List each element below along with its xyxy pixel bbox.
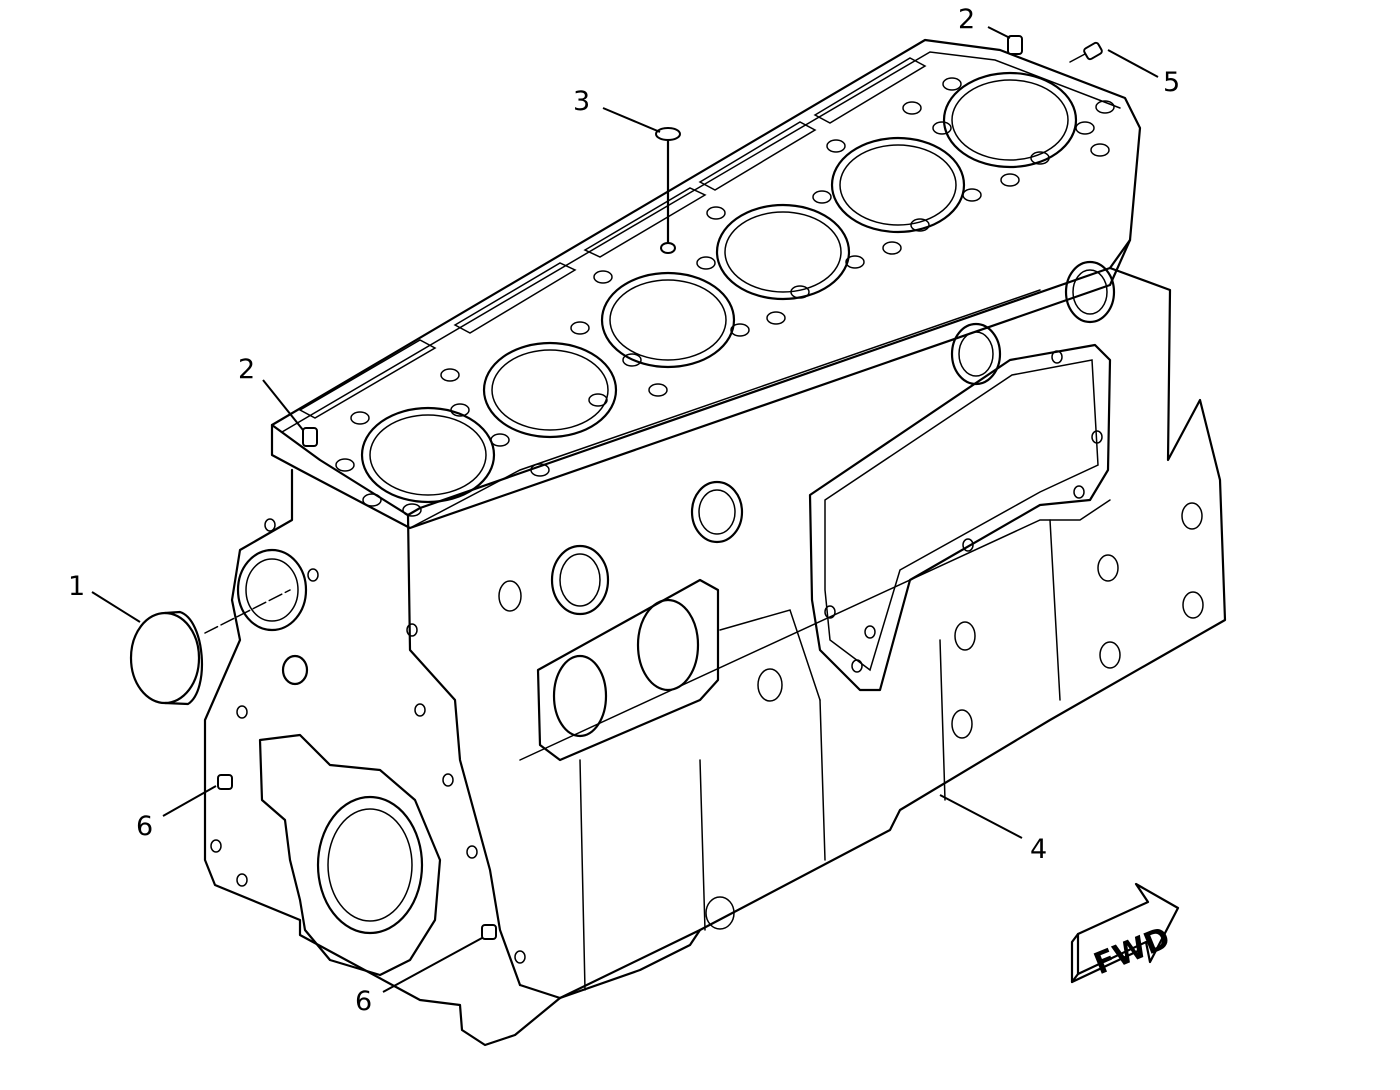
head-bolt-holes <box>335 77 1115 517</box>
callout-label: 4 <box>1030 834 1047 865</box>
cylinder-bores <box>360 71 1078 504</box>
callout-label: 6 <box>136 811 153 842</box>
callout-label: 3 <box>573 86 590 117</box>
deck-slots <box>298 57 927 419</box>
callout-numbers: 1 2 2 3 4 5 6 6 <box>68 4 1180 1017</box>
part-plug <box>129 589 291 706</box>
fwd-label: FWD <box>1089 920 1175 982</box>
callout-label: 6 <box>355 986 372 1017</box>
part-dowel-side-lower <box>481 924 497 940</box>
leader-lines <box>91 26 1159 993</box>
cylinder-block-body <box>203 38 1227 1047</box>
part-dowel-top-front <box>1007 35 1023 55</box>
fwd-arrow-icon: FWD <box>1070 882 1180 984</box>
part-dowel-top-rear <box>302 427 318 447</box>
callout-label: 2 <box>238 354 255 385</box>
callout-label: 5 <box>1163 67 1180 98</box>
part-nozzle <box>655 127 681 254</box>
callout-label: 2 <box>958 4 975 35</box>
block-side-features <box>210 260 1204 977</box>
part-dowel-side-upper <box>217 774 233 790</box>
callout-label: 1 <box>68 571 85 602</box>
part-dowel-rear-edge <box>1069 41 1103 63</box>
